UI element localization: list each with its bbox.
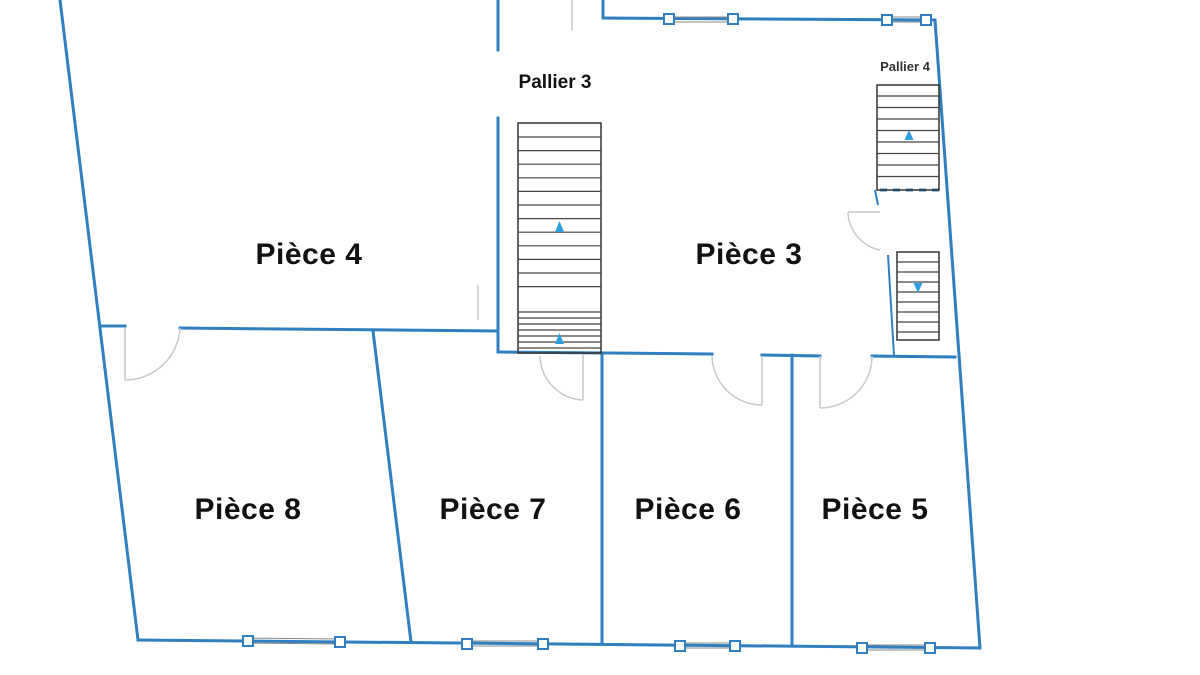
arrow-up-icon [555, 221, 564, 232]
staircase-icon[interactable] [896, 251, 940, 341]
wall-stair1-left [874, 189, 879, 206]
room-label-piece-7: Pièce 7 [440, 493, 547, 526]
stair-steps [518, 136, 601, 349]
staircase-icon[interactable] [517, 122, 602, 354]
wall-left [58, 0, 140, 642]
door-swing-icon[interactable] [539, 354, 584, 401]
window-icon [663, 13, 739, 25]
room-label-piece-3: Pièce 3 [696, 238, 803, 271]
window-icon [674, 640, 741, 652]
stair-steps [877, 95, 939, 178]
arrow-up-icon [904, 130, 914, 140]
door-swing-icon[interactable] [819, 355, 873, 409]
wall-p4-p8-b [178, 326, 500, 333]
door-swing-icon[interactable] [847, 211, 881, 251]
window-icon [242, 635, 346, 648]
window-icon [856, 642, 936, 654]
doors [124, 0, 881, 409]
room-label-piece-8: Pièce 8 [195, 493, 302, 526]
interior-walls [98, 116, 957, 648]
window-icon [461, 638, 549, 650]
wall-bottom [136, 638, 982, 650]
arrow-up-icon [555, 333, 564, 344]
door-swing-icon[interactable] [124, 327, 181, 381]
room-label-piece-5: Pièce 5 [822, 493, 929, 526]
landing-label-pallier-3: Pallier 3 [519, 72, 592, 93]
outer-walls [58, 0, 982, 650]
wall-top-right [601, 16, 937, 22]
wall-p8-p7 [371, 329, 413, 644]
staircase-icon[interactable] [876, 84, 940, 191]
arrow-down-icon [913, 283, 923, 293]
room-label-piece-4: Pièce 4 [256, 238, 363, 271]
window-icon [881, 14, 932, 26]
landing-label-pallier-4: Pallier 4 [880, 59, 931, 74]
wall-p3-bottom-c [870, 354, 957, 359]
wall-stair2-left [887, 254, 895, 357]
door-swing-icon[interactable] [711, 355, 763, 406]
stair-steps [897, 261, 939, 333]
windows [242, 13, 936, 654]
wall-right [933, 18, 982, 650]
room-label-piece-6: Pièce 6 [635, 493, 742, 526]
